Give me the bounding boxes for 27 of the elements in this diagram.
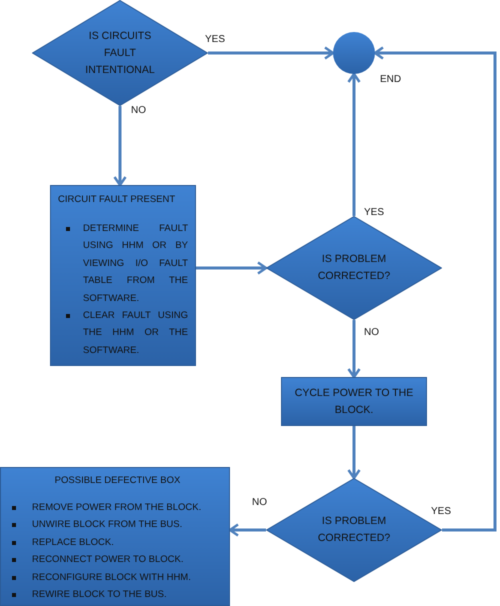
arrow [347, 320, 361, 378]
node-heading: CIRCUIT FAULT PRESENT [58, 193, 176, 207]
list-item-text: RECONFIGURE BLOCK WITH HHM. [32, 570, 192, 585]
arrow [113, 106, 127, 186]
process-box [0, 467, 230, 606]
arrow [347, 72, 361, 216]
node-text: IS PROBLEM CORRECTED? [316, 252, 392, 284]
end-circle [333, 32, 375, 74]
node-text: CYCLE POWER TO THE BLOCK. [294, 386, 414, 418]
list-item-text: REPLACE BLOCK. [32, 536, 115, 550]
node-heading: POSSIBLE DEFECTIVE BOX [54, 474, 182, 488]
process-box [50, 185, 196, 366]
decision-diamond [266, 216, 442, 320]
list-item-text: CLEAR FAULT USING THE HHM OR THE SOFTWARE. [83, 309, 188, 358]
arrow [228, 523, 266, 537]
list-item-text: RECONNECT POWER TO BLOCK. [32, 553, 184, 568]
process-box [281, 377, 427, 426]
list-item-text: REWIRE BLOCK TO THE BUS. [32, 588, 168, 602]
arrow [374, 46, 496, 532]
node-text: IS CIRCUITS FAULT INTENTIONAL [84, 28, 156, 78]
arrow [196, 261, 268, 275]
arrow [208, 46, 334, 60]
node-text: IS PROBLEM CORRECTED? [316, 514, 392, 546]
list-item-text: UNWIRE BLOCK FROM THE BUS. [32, 518, 184, 532]
list-item-text: REMOVE POWER FROM THE BLOCK. [32, 501, 202, 515]
arrow [347, 426, 361, 480]
list-item-text: DETERMINE FAULT USING HHM OR BY VIEWING I/O FAULT TABLE FROM THE SOFTWARE. [83, 222, 188, 306]
